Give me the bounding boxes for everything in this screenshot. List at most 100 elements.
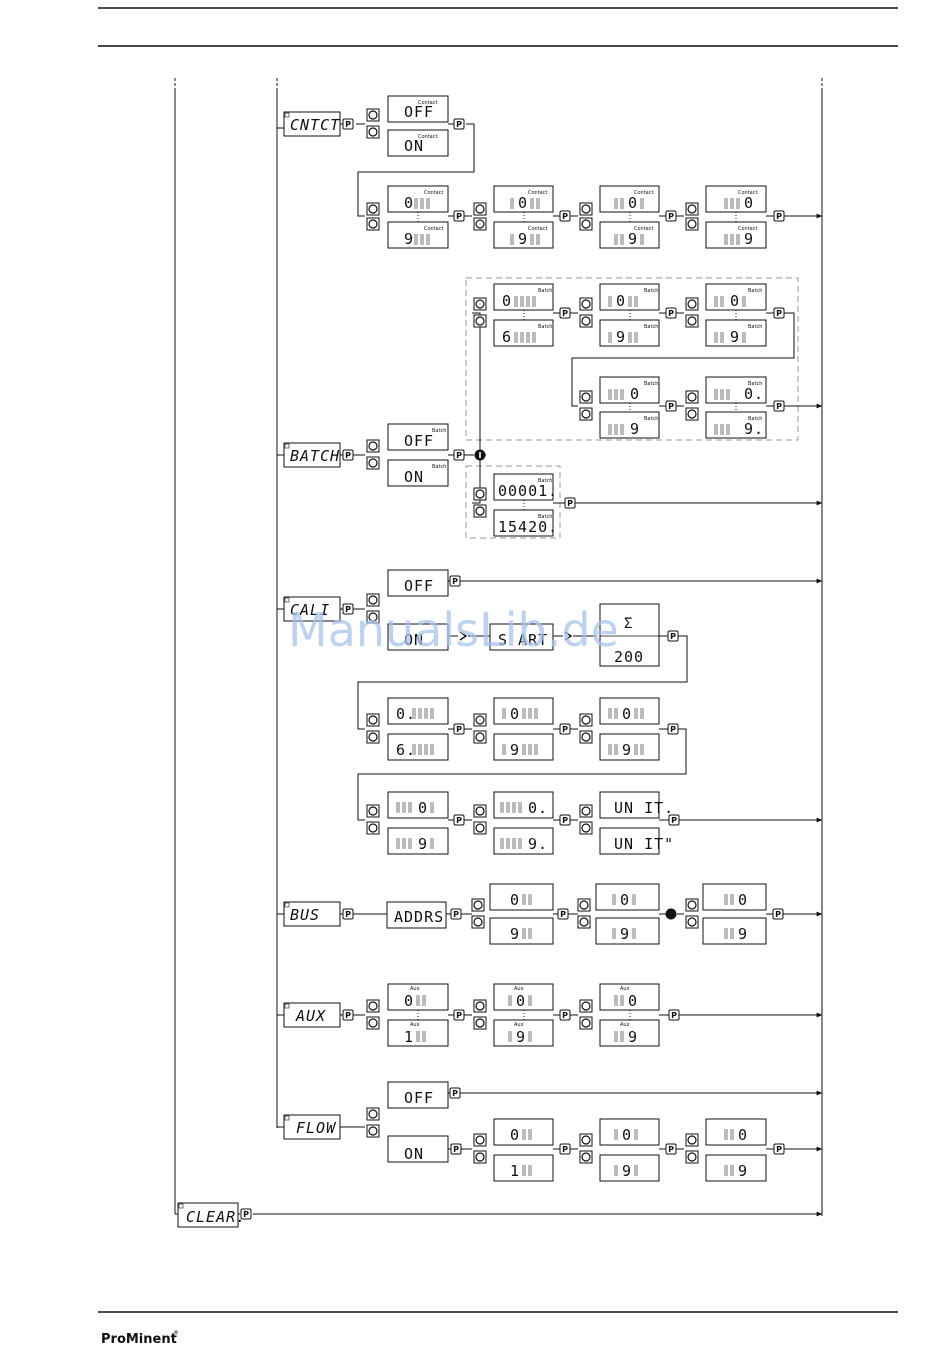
down-arrow-key-icon[interactable] — [473, 314, 487, 328]
up-arrow-key-icon[interactable] — [685, 898, 699, 912]
p-key-icon[interactable]: P — [665, 1143, 677, 1155]
up-arrow-key-icon[interactable] — [685, 1133, 699, 1147]
down-arrow-key-icon[interactable] — [473, 821, 487, 835]
up-arrow-key-icon[interactable] — [366, 1107, 380, 1121]
p-key-icon[interactable]: P — [667, 630, 679, 642]
down-arrow-key-icon[interactable] — [366, 1016, 380, 1030]
p-key-icon[interactable]: P — [668, 814, 680, 826]
p-key-icon[interactable]: P — [450, 1143, 462, 1155]
down-arrow-key-icon[interactable] — [579, 730, 593, 744]
up-arrow-key-icon[interactable] — [685, 202, 699, 216]
up-arrow-key-icon[interactable] — [366, 108, 380, 122]
menu-aux[interactable]: AUX — [283, 1002, 341, 1028]
up-arrow-key-icon[interactable] — [473, 999, 487, 1013]
p-key-icon[interactable]: P — [342, 118, 354, 130]
p-key-icon[interactable]: P — [773, 210, 785, 222]
menu-bus[interactable]: BUS — [283, 901, 341, 927]
down-arrow-key-icon[interactable] — [685, 915, 699, 929]
p-key-icon[interactable]: P — [342, 603, 354, 615]
down-arrow-key-icon[interactable] — [473, 730, 487, 744]
p-key-icon[interactable]: P — [559, 1009, 571, 1021]
dot-key-icon[interactable] — [665, 908, 677, 920]
up-arrow-key-icon[interactable] — [366, 593, 380, 607]
p-key-icon[interactable]: P — [449, 1087, 461, 1099]
menu-clear[interactable]: CLEAR. — [177, 1202, 246, 1228]
up-arrow-key-icon[interactable] — [579, 297, 593, 311]
down-arrow-key-icon[interactable] — [473, 1016, 487, 1030]
down-arrow-key-icon[interactable] — [579, 1016, 593, 1030]
up-arrow-key-icon[interactable] — [579, 390, 593, 404]
down-arrow-key-icon[interactable] — [366, 217, 380, 231]
down-arrow-key-icon[interactable] — [366, 1124, 380, 1138]
p-key-icon[interactable]: P — [559, 1143, 571, 1155]
p-key-icon[interactable]: P — [342, 449, 354, 461]
down-arrow-key-icon[interactable] — [577, 915, 591, 929]
up-arrow-key-icon[interactable] — [366, 999, 380, 1013]
p-key-icon[interactable]: P — [557, 908, 569, 920]
down-arrow-key-icon[interactable] — [366, 610, 380, 624]
p-key-icon[interactable]: P — [240, 1208, 252, 1220]
down-arrow-key-icon[interactable] — [579, 821, 593, 835]
down-arrow-key-icon[interactable] — [366, 730, 380, 744]
p-key-icon[interactable]: P — [453, 814, 465, 826]
p-key-icon[interactable]: P — [564, 497, 576, 509]
up-arrow-key-icon[interactable] — [473, 804, 487, 818]
down-arrow-key-icon[interactable] — [579, 217, 593, 231]
down-arrow-key-icon[interactable] — [473, 217, 487, 231]
up-arrow-key-icon[interactable] — [685, 297, 699, 311]
up-arrow-key-icon[interactable] — [685, 390, 699, 404]
up-arrow-key-icon[interactable] — [579, 999, 593, 1013]
up-arrow-key-icon[interactable] — [473, 487, 487, 501]
p-key-icon[interactable]: P — [453, 449, 465, 461]
down-arrow-key-icon[interactable] — [685, 1150, 699, 1164]
down-arrow-key-icon[interactable] — [366, 821, 380, 835]
menu-cali[interactable]: CALI — [283, 596, 341, 622]
p-key-icon[interactable]: P — [453, 1009, 465, 1021]
p-key-icon[interactable]: P — [559, 210, 571, 222]
p-key-icon[interactable]: P — [773, 307, 785, 319]
down-arrow-key-icon[interactable] — [685, 314, 699, 328]
p-key-icon[interactable]: P — [342, 908, 354, 920]
up-arrow-key-icon[interactable] — [579, 804, 593, 818]
down-arrow-key-icon[interactable] — [685, 407, 699, 421]
up-arrow-key-icon[interactable] — [473, 1133, 487, 1147]
up-arrow-key-icon[interactable] — [579, 713, 593, 727]
menu-cntct[interactable]: CNTCT — [283, 111, 341, 137]
p-key-icon[interactable]: P — [449, 575, 461, 587]
down-arrow-key-icon[interactable] — [366, 125, 380, 139]
up-arrow-key-icon[interactable] — [473, 202, 487, 216]
up-arrow-key-icon[interactable] — [366, 713, 380, 727]
p-key-icon[interactable]: P — [772, 908, 784, 920]
up-arrow-key-icon[interactable] — [579, 202, 593, 216]
menu-flow[interactable]: FLOW — [283, 1114, 341, 1140]
p-key-icon[interactable]: P — [559, 723, 571, 735]
up-arrow-key-icon[interactable] — [579, 1133, 593, 1147]
down-arrow-key-icon[interactable] — [471, 915, 485, 929]
up-arrow-key-icon[interactable] — [366, 804, 380, 818]
p-key-icon[interactable]: P — [665, 210, 677, 222]
p-key-icon[interactable]: P — [453, 210, 465, 222]
up-arrow-key-icon[interactable] — [473, 297, 487, 311]
up-arrow-key-icon[interactable] — [366, 439, 380, 453]
p-key-icon[interactable]: P — [773, 400, 785, 412]
up-arrow-key-icon[interactable] — [471, 898, 485, 912]
up-arrow-key-icon[interactable] — [366, 202, 380, 216]
down-arrow-key-icon[interactable] — [579, 314, 593, 328]
info-key-icon[interactable] — [474, 449, 486, 461]
down-arrow-key-icon[interactable] — [579, 407, 593, 421]
up-arrow-key-icon[interactable] — [577, 898, 591, 912]
down-arrow-key-icon[interactable] — [685, 217, 699, 231]
p-key-icon[interactable]: P — [453, 118, 465, 130]
p-key-icon[interactable]: P — [450, 908, 462, 920]
p-key-icon[interactable]: P — [773, 1143, 785, 1155]
p-key-icon[interactable]: P — [559, 814, 571, 826]
p-key-icon[interactable]: P — [667, 723, 679, 735]
p-key-icon[interactable]: P — [665, 400, 677, 412]
down-arrow-key-icon[interactable] — [579, 1150, 593, 1164]
down-arrow-key-icon[interactable] — [473, 1150, 487, 1164]
p-key-icon[interactable]: P — [342, 1009, 354, 1021]
p-key-icon[interactable]: P — [665, 307, 677, 319]
p-key-icon[interactable]: P — [453, 723, 465, 735]
down-arrow-key-icon[interactable] — [473, 504, 487, 518]
down-arrow-key-icon[interactable] — [366, 456, 380, 470]
